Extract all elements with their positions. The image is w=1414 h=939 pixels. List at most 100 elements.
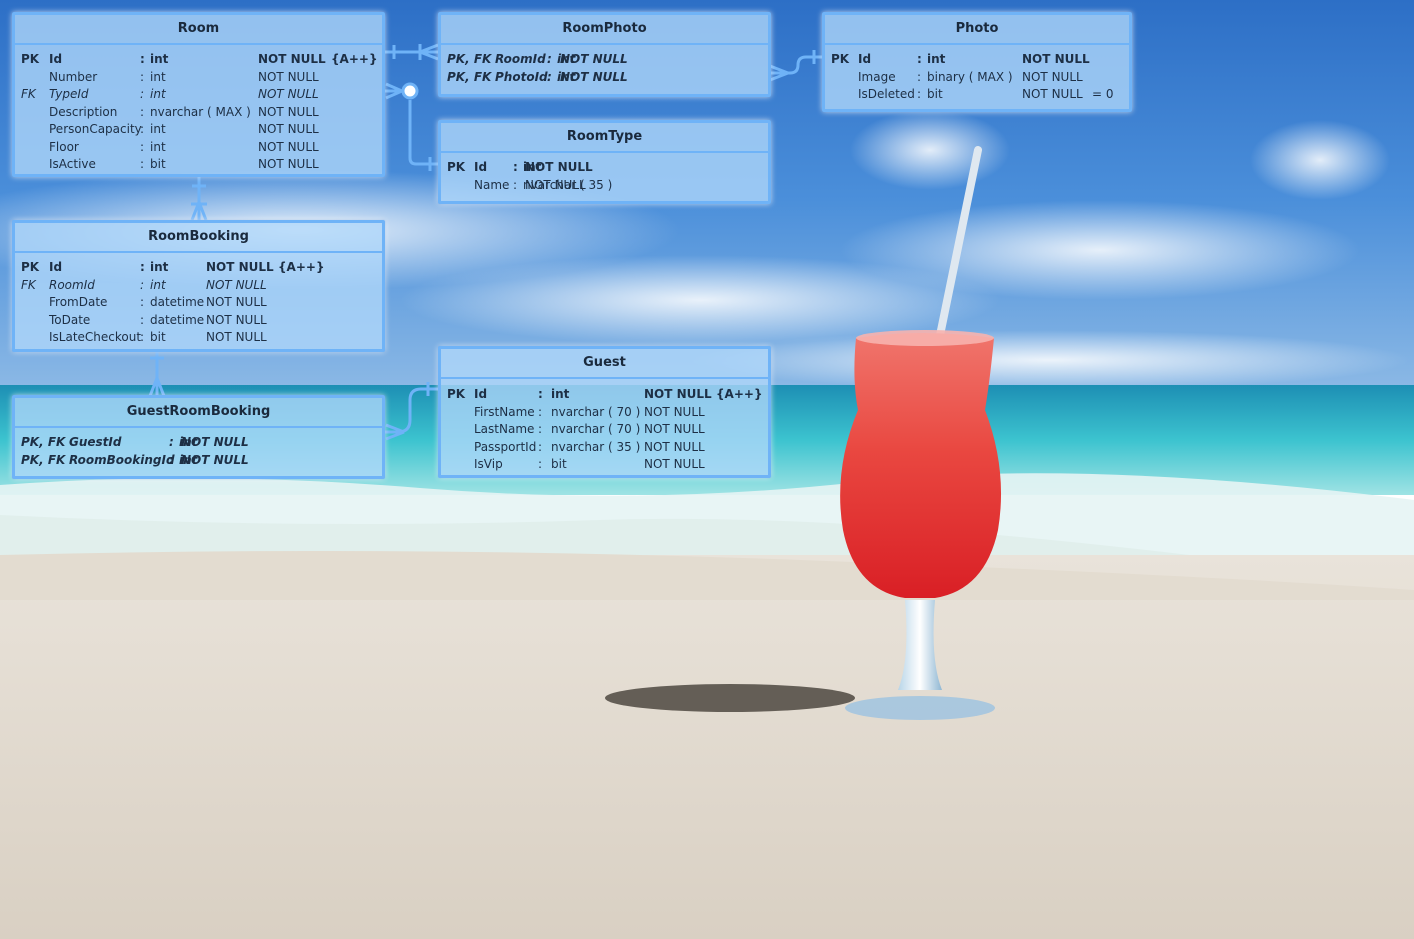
field-name: Id (49, 52, 63, 66)
separator: : (538, 387, 543, 401)
key-label: PK (21, 52, 40, 66)
field-type: datetime (150, 295, 205, 309)
separator: : (513, 160, 518, 174)
separator: : (140, 122, 145, 136)
key-label: FK (21, 277, 36, 292)
field-type: int (150, 122, 166, 136)
field-name: Floor (49, 139, 79, 154)
field-type: bit (551, 457, 567, 471)
field-row[interactable]: PassportId:nvarchar ( 35 )NOT NULL (441, 439, 768, 457)
key-label: PK, FK (21, 452, 66, 467)
field-type: int (551, 387, 570, 401)
entity-title: Room (15, 15, 382, 45)
field-nullable: NOT NULL (206, 312, 267, 327)
field-extra: {A++} (278, 260, 325, 274)
field-row[interactable]: FirstName:nvarchar ( 70 )NOT NULL (441, 404, 768, 422)
key-label: PK (831, 52, 850, 66)
field-name: Number (49, 69, 98, 84)
field-nullable: NOT NULL (1022, 87, 1083, 101)
field-type: nvarchar ( 35 ) (523, 177, 613, 192)
field-name: PhotoId (495, 69, 548, 84)
field-type: int (927, 52, 946, 66)
separator: : (140, 295, 145, 309)
field-nullable: NOT NULL (1022, 69, 1083, 84)
field-nullable: NOT NULL (644, 457, 705, 471)
field-nullable: NOT NULL (258, 122, 319, 136)
separator: : (140, 330, 145, 344)
separator: : (513, 177, 518, 192)
field-type: int (557, 52, 576, 66)
separator: : (917, 69, 922, 84)
field-nullable: NOT NULL (258, 139, 319, 154)
field-nullable: NOT NULL (258, 157, 319, 171)
field-name: Name (474, 177, 510, 192)
separator: : (169, 452, 174, 467)
key-label: PK, FK (447, 69, 492, 84)
field-nullable: NOT NULL (206, 295, 267, 309)
field-type: int (150, 277, 166, 292)
field-nullable: NOT NULL (181, 452, 249, 467)
field-name: Id (858, 52, 872, 66)
field-nullable: NOT NULL (644, 439, 705, 454)
field-type: bit (927, 87, 943, 101)
field-nullable: NOT NULL (258, 52, 326, 66)
field-name: Id (49, 260, 63, 274)
key-label: PK, FK (447, 52, 492, 66)
field-row[interactable]: LastName:nvarchar ( 70 )NOT NULL (441, 421, 768, 439)
key-label: PK (21, 260, 40, 274)
entity-title: GuestRoomBooking (15, 398, 382, 428)
separator: : (140, 277, 145, 292)
field-name: ToDate (49, 312, 91, 327)
field-row[interactable]: Description:nvarchar ( MAX )NOT NULL (15, 104, 382, 122)
field-name: RoomId (49, 277, 95, 292)
entity-title: Guest (441, 349, 768, 379)
field-nullable: NOT NULL (525, 177, 586, 192)
room-roomtype-connector (384, 89, 438, 166)
field-name: GuestId (69, 435, 122, 449)
field-type: bit (150, 157, 166, 171)
field-row[interactable]: Name: nvarchar ( 35 )NOT NULL (441, 177, 768, 195)
optional-circle-icon (401, 82, 419, 100)
field-name: FirstName (474, 404, 535, 419)
field-row[interactable]: Image:binary ( MAX )NOT NULL (825, 69, 1129, 87)
field-nullable: NOT NULL (644, 387, 712, 401)
key-label: FK (21, 87, 36, 101)
field-nullable: NOT NULL (644, 404, 705, 419)
entity-title: Photo (825, 15, 1129, 45)
key-label: PK (447, 160, 466, 174)
field-name: PassportId (474, 439, 537, 454)
